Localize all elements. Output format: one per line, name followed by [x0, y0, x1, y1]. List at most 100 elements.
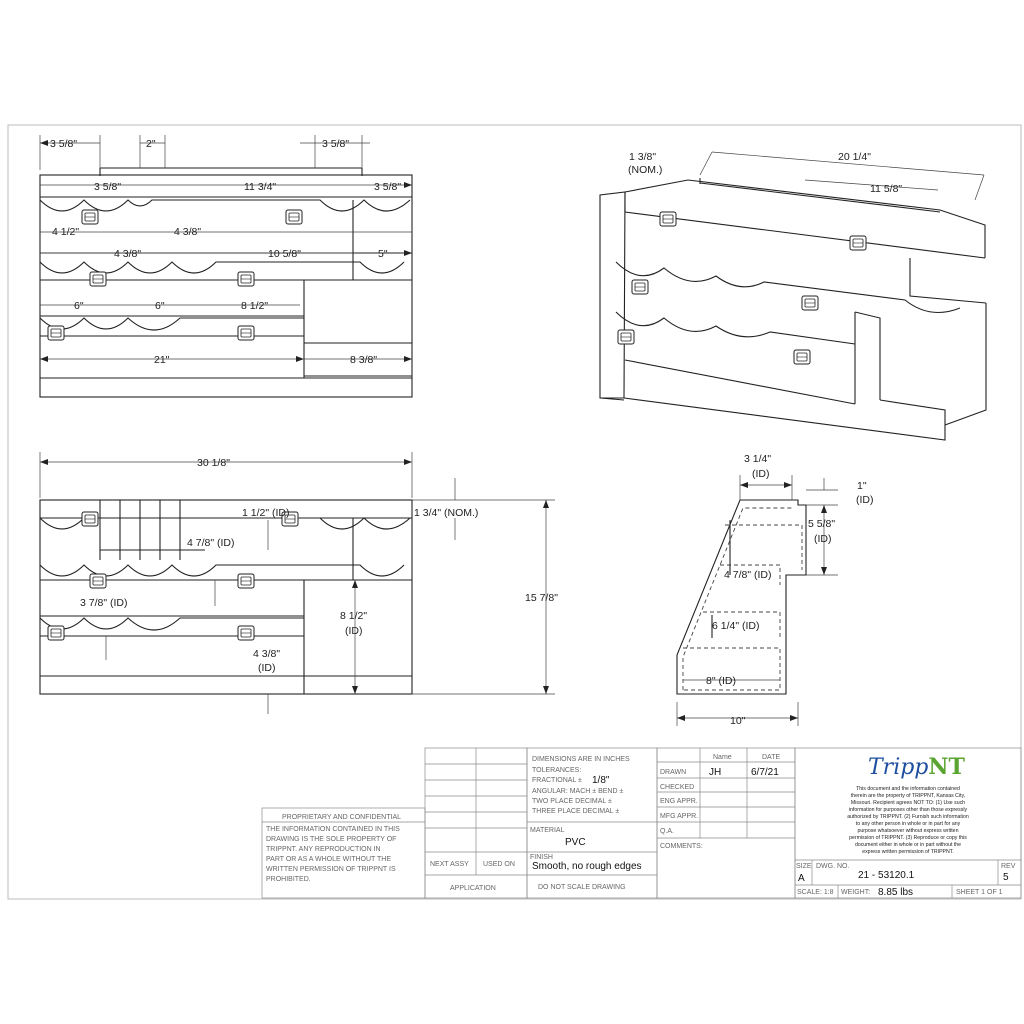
dim-front-3: 3 5/8" — [322, 138, 349, 150]
drawn-name: JH — [709, 767, 721, 778]
name-header: Name — [713, 754, 732, 761]
finish-value: Smooth, no rough edges — [532, 861, 642, 872]
dim-sec-nom: 1 3/4" (NOM.) — [414, 507, 478, 519]
next-assy-label: NEXT ASSY — [430, 861, 469, 868]
section-view: 30 1/8" 1 1/2" (ID) 1 3/4" (NOM.) 4 7/8"… — [39, 452, 558, 714]
sheet-label: SHEET 1 OF 1 — [956, 889, 1003, 896]
legal-line: document either in whole or in part with… — [855, 842, 961, 848]
legal-line: Missouri. Recipient agrees NOT TO: (1) U… — [851, 800, 965, 806]
legal-line: purpose whatsoever without express writt… — [858, 828, 959, 834]
two-place-label: TWO PLACE DECIMAL ± — [532, 798, 612, 805]
dim-front-1: 3 5/8" — [50, 138, 77, 150]
dim-front-16: 8 3/8" — [350, 354, 377, 366]
iso-view: 1 3/8" (NOM.) 20 1/4" 11 5/8" — [599, 151, 987, 441]
size-value: A — [798, 873, 805, 884]
weight-value: 8.85 lbs — [878, 887, 913, 898]
dwg-no-label: DWG. NO. — [816, 863, 849, 870]
prop-line: THE INFORMATION CONTAINED IN THIS — [266, 826, 400, 833]
rev-value: 5 — [1003, 872, 1009, 883]
dim-sec-id2: 4 7/8" (ID) — [187, 537, 235, 549]
dim-front-15: 21" — [154, 354, 170, 366]
dim-sec-id4a: 8 1/2" — [340, 610, 367, 622]
trippnt-logo: TrippNT — [868, 754, 966, 780]
eng-appr-label: ENG APPR. — [660, 798, 698, 805]
dim-front-6: 3 5/8" — [374, 181, 401, 193]
title-block: PROPRIETARY AND CONFIDENTIAL THE INFORMA… — [261, 747, 1022, 899]
prop-line: PROHIBITED. — [266, 876, 311, 883]
dim-side-r1b: (ID) — [856, 494, 874, 506]
dim-side-top-b: (ID) — [752, 468, 770, 480]
dim-sec-id1: 1 1/2" (ID) — [242, 507, 290, 519]
dim-front-5: 11 3/4" — [244, 181, 276, 193]
dim-front-9: 4 3/8" — [114, 248, 141, 260]
comments-label: COMMENTS: — [660, 843, 703, 850]
mfg-appr-label: MFG APPR. — [660, 813, 698, 820]
dim-iso-width: 20 1/4" — [838, 151, 871, 163]
dim-side-s3: 8" (ID) — [706, 675, 736, 687]
dim-iso-nom-a: 1 3/8" — [629, 151, 656, 163]
dim-sec-id5b: (ID) — [258, 662, 276, 674]
dim-side-r2a: 5 5/8" — [808, 518, 835, 530]
dim-sec-height: 15 7/8" — [525, 592, 558, 604]
dim-side-r1a: 1" — [857, 480, 867, 492]
dwg-no-value: 21 - 53120.1 — [858, 870, 915, 881]
prop-line: TRIPPNT. ANY REPRODUCTION IN — [266, 846, 381, 853]
dim-sec-overall: 30 1/8" — [197, 457, 230, 469]
legal-line: therein are the property of TRIPPNT, Kan… — [851, 793, 965, 799]
legal-line: information for purposes other than thos… — [849, 807, 968, 813]
material-label: MATERIAL — [530, 827, 565, 834]
dim-side-r2b: (ID) — [814, 533, 832, 545]
dim-side-base: 10" — [730, 715, 746, 727]
qa-label: Q.A. — [660, 828, 674, 835]
dim-front-2: 2" — [146, 138, 156, 150]
scale-label: SCALE: 1:8 — [797, 889, 834, 896]
date-header: DATE — [762, 754, 780, 761]
drawn-label: DRAWN — [660, 769, 686, 776]
dim-side-s2: 6 1/4" (ID) — [712, 620, 760, 632]
dimensions-note: DIMENSIONS ARE IN INCHES — [532, 756, 630, 763]
application-label: APPLICATION — [450, 885, 496, 892]
dim-iso-nom-b: (NOM.) — [628, 164, 662, 176]
prop-title: PROPRIETARY AND CONFIDENTIAL — [282, 814, 401, 821]
dim-sec-id3: 3 7/8" (ID) — [80, 597, 128, 609]
tolerances-label: TOLERANCES: — [532, 767, 581, 774]
material-value: PVC — [565, 837, 586, 848]
used-on-label: USED ON — [483, 861, 515, 868]
legal-line: express written permission of TRIPPNT. — [862, 849, 954, 855]
dim-sec-id5a: 4 3/8" — [253, 648, 280, 660]
dim-front-7: 4 1/2" — [52, 226, 79, 238]
dim-front-14: 8 1/2" — [241, 300, 268, 312]
checked-label: CHECKED — [660, 784, 694, 791]
side-view: 3 1/4" (ID) 1" (ID) 5 5/8" (ID) 4 7/8" (… — [676, 453, 874, 727]
sheet-border — [7, 124, 1022, 900]
do-not-scale: DO NOT SCALE DRAWING — [538, 884, 626, 891]
dim-front-11: 5" — [378, 248, 388, 260]
legal-line: permission of TRIPPNT. (3) Reproduce or … — [849, 835, 967, 841]
prop-line: WRITTEN PERMISSION OF TRIPPNT IS — [266, 866, 396, 873]
rev-label: REV — [1001, 863, 1016, 870]
legal-line: This document and the information contai… — [856, 786, 960, 792]
dim-front-10: 10 5/8" — [268, 248, 301, 260]
dim-sec-id4b: (ID) — [345, 625, 363, 637]
fractional-value: 1/8" — [592, 775, 610, 786]
dim-side-s1: 4 7/8" (ID) — [724, 569, 772, 581]
dim-front-12: 6" — [74, 300, 84, 312]
dim-front-8: 4 3/8" — [174, 226, 201, 238]
dim-iso-inner: 11 5/8" — [870, 183, 902, 195]
fractional-label: FRACTIONAL ± — [532, 777, 582, 784]
dim-side-top-a: 3 1/4" — [744, 453, 771, 465]
dim-front-4: 3 5/8" — [94, 181, 121, 193]
weight-label: WEIGHT: — [841, 889, 870, 896]
three-place-label: THREE PLACE DECIMAL ± — [532, 808, 619, 815]
prop-line: PART OR AS A WHOLE WITHOUT THE — [266, 856, 391, 863]
prop-line: DRAWING IS THE SOLE PROPERTY OF — [266, 836, 396, 843]
dim-front-13: 6" — [155, 300, 165, 312]
finish-label: FINISH — [530, 854, 553, 861]
front-view: 3 5/8" 2" 3 5/8" 3 5/8" 11 3/4" 3 5/8" 4… — [39, 135, 413, 398]
legal-line: authorized by TRIPPNT. (2) Furnish such … — [847, 814, 969, 820]
drawn-date: 6/7/21 — [751, 767, 779, 778]
size-label: SIZE — [796, 863, 812, 870]
angular-label: ANGULAR: MACH ± BEND ± — [532, 788, 623, 795]
legal-line: to any other person in whole or in part … — [856, 821, 961, 827]
